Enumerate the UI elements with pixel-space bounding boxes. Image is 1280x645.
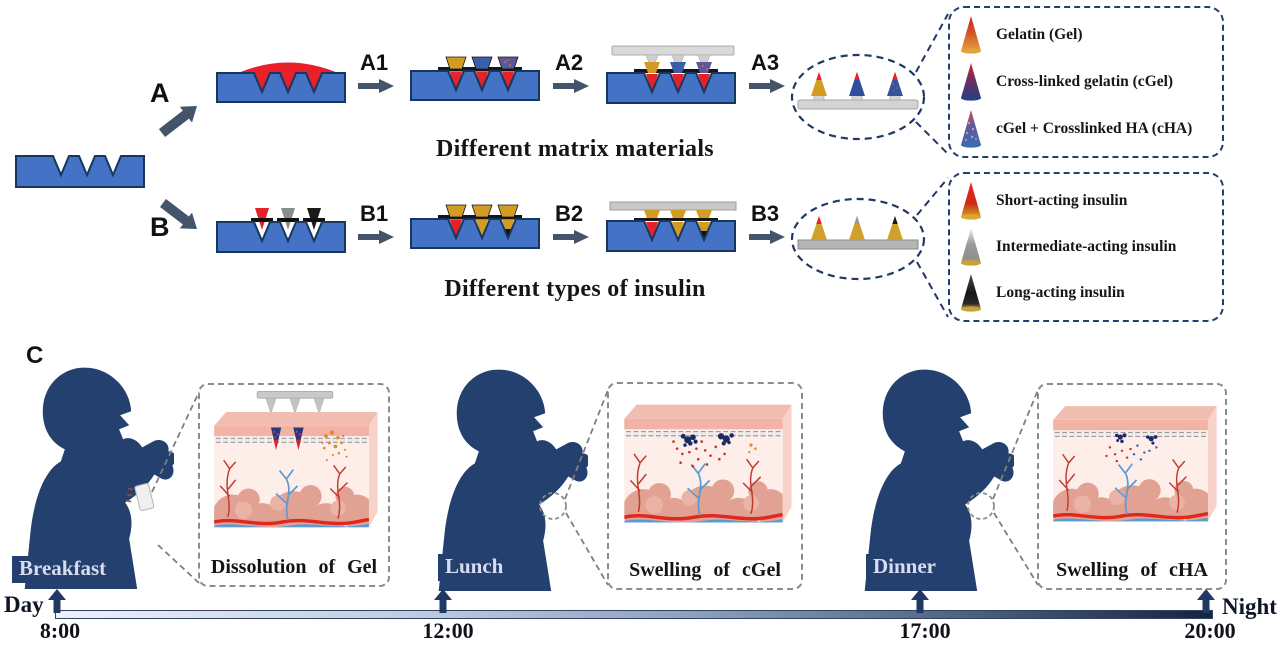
meal-label-dinner: Dinner: [866, 554, 943, 581]
inset-caption: Swelling of cGel: [629, 559, 781, 581]
gel-cone-icon: [961, 16, 981, 54]
legend-item-long-acting: Long-acting insulin: [958, 273, 1214, 313]
legend-item-intermediate-acting: Intermediate-acting insulin: [958, 227, 1214, 267]
mold-backing-plate-a-illustration: [606, 45, 736, 104]
insulin-legend: Short-acting insulin Intermediate-acting…: [948, 172, 1224, 322]
meal-label-lunch: Lunch: [438, 554, 511, 581]
master-mold-illustration: [15, 155, 145, 188]
mold-insulin-filled-illustration: [410, 204, 540, 249]
legend-item-short-acting: Short-acting insulin: [958, 181, 1214, 221]
time-1200: 12:00: [422, 618, 474, 643]
person-breakfast-silhouette: [24, 367, 174, 589]
step-b3-label: B3: [751, 201, 780, 226]
microneedle-patch-b-illustration: [797, 216, 919, 250]
insulin-types-title: Different types of insulin: [444, 276, 706, 302]
inset-dissolution-gel: Dissolution of Gel: [198, 383, 390, 587]
step-b1-label: B1: [360, 201, 389, 226]
cgel-cone-icon: [961, 62, 981, 101]
step-a1-label: A1: [360, 50, 389, 75]
timeline-bar: [55, 610, 1213, 619]
legend-item-gel: Gelatin (Gel): [958, 15, 1214, 55]
skin-swelling-cha-illustration: [1048, 393, 1220, 543]
mold-backing-plate-b-illustration: [606, 201, 737, 252]
mold-matrix-cones-illustration: [410, 56, 540, 101]
legend-item-cha: cGel + Crosslinked HA (cHA): [958, 109, 1214, 149]
meal-label-breakfast: Breakfast: [12, 556, 114, 583]
microneedle-patch-a-illustration: [797, 72, 919, 110]
long-acting-cone-icon: [961, 274, 981, 312]
skin-swelling-cgel-illustration: [619, 392, 795, 544]
inset-caption: Dissolution of Gel: [210, 556, 378, 578]
time-2000: 20:00: [1184, 618, 1236, 643]
branch-a-arrow-icon: [158, 106, 197, 137]
mold-insulin-cones-illustration: [216, 208, 346, 253]
step-a2-arrow-icon: [553, 79, 589, 93]
cha-cone-icon: [961, 109, 981, 148]
matrix-materials-title: Different matrix materials: [436, 136, 714, 162]
legend-item-cgel: Cross-linked gelatin (cGel): [958, 62, 1214, 102]
step-a3-arrow-icon: [749, 79, 785, 93]
branch-b-label: B: [150, 212, 170, 242]
legend-item-label: Gelatin (Gel): [996, 26, 1083, 44]
step-b3-arrow-icon: [749, 230, 785, 244]
panel-c-label: C: [26, 342, 44, 369]
legend-item-label: Short-acting insulin: [996, 192, 1128, 209]
inset-caption: Swelling of cHA: [1056, 559, 1208, 581]
wearable-patch-icon: [134, 483, 155, 512]
legend-item-label: Cross-linked gelatin (cGel): [996, 72, 1174, 90]
time-0800: 8:00: [39, 618, 81, 643]
skin-dissolution-illustration: [209, 391, 381, 543]
step-a3-label: A3: [751, 50, 780, 75]
inset-swelling-cha: Swelling of cHA: [1037, 383, 1227, 590]
legend-item-label: Long-acting insulin: [996, 284, 1125, 301]
short-acting-cone-icon: [961, 182, 981, 220]
branch-a-label: A: [150, 78, 170, 108]
step-a1-arrow-icon: [358, 79, 394, 93]
day-label: Day: [4, 592, 44, 617]
inset-swelling-cgel: Swelling of cGel: [607, 382, 803, 590]
step-b2-arrow-icon: [553, 230, 589, 244]
legend-item-label: Intermediate-acting insulin: [996, 238, 1177, 255]
step-b2-label: B2: [555, 201, 584, 226]
matrix-legend: Gelatin (Gel) Cross-linked gelatin (cGel…: [948, 6, 1224, 158]
step-a2-label: A2: [555, 50, 584, 75]
intermediate-acting-cone-icon: [961, 228, 981, 266]
legend-item-label: cGel + Crosslinked HA (cHA): [996, 119, 1193, 137]
night-label: Night: [1222, 594, 1277, 619]
step-b1-arrow-icon: [358, 230, 394, 244]
time-1700: 17:00: [899, 618, 951, 643]
mold-gel-cast-illustration: [216, 62, 346, 103]
